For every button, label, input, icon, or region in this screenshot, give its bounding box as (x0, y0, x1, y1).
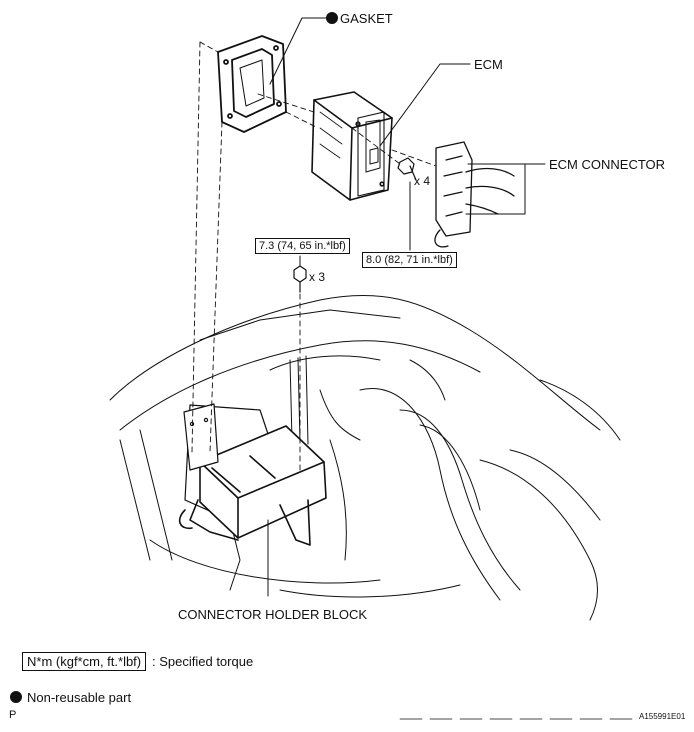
holder-bolt (293, 265, 307, 293)
holder-bolt-count: x 3 (309, 270, 326, 284)
ecm-connector (434, 141, 515, 248)
gasket-label: GASKET (340, 11, 393, 26)
engine-bay-sketch (109, 294, 621, 621)
ecm-unit (311, 91, 393, 201)
gasket (217, 35, 287, 133)
torque-legend-desc: : Specified torque (152, 654, 254, 669)
non-reusable-marker-legend (10, 691, 22, 703)
ecm-bolt-torque-spec: 8.0 (82, 71 in.*lbf) (362, 252, 457, 268)
torque-legend-box: N*m (kgf*cm, ft.*lbf) (22, 652, 147, 671)
connector-holder-block-label: CONNECTOR HOLDER BLOCK (178, 607, 368, 622)
ecm-label: ECM (474, 57, 503, 72)
ecm-bolt (397, 157, 417, 181)
ecm-bolt-count: x 4 (414, 174, 431, 188)
assembly-guide-lines (191, 41, 437, 471)
connector-holder-block (178, 425, 327, 546)
page-letter: P (9, 709, 17, 721)
non-reusable-legend-text: Non-reusable part (27, 690, 132, 705)
leader-lines (267, 17, 546, 597)
non-reusable-marker-gasket (326, 12, 338, 24)
holder-bracket (183, 403, 219, 471)
ecm-connector-label: ECM CONNECTOR (549, 157, 666, 172)
holder-bolt-torque-spec: 7.3 (74, 65 in.*lbf) (255, 238, 350, 254)
figure-id: A155991E01 (639, 712, 686, 721)
